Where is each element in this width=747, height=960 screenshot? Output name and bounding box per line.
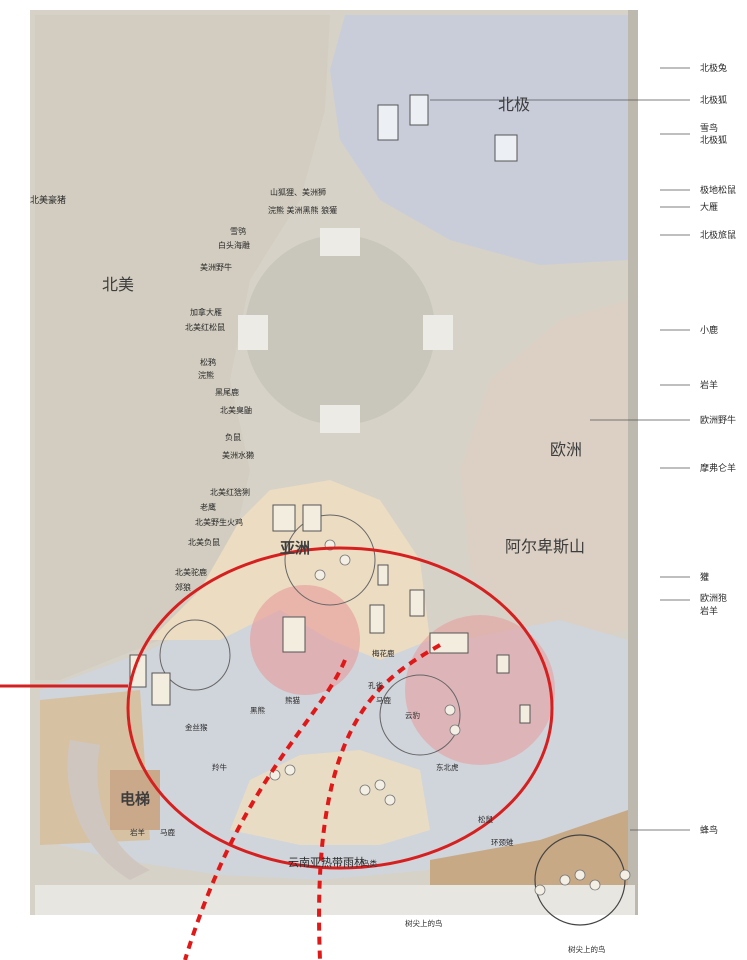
na-label: 美洲水獭 xyxy=(222,450,254,460)
label-arctic-hare: 北极兔 xyxy=(700,62,727,74)
asia-label: 岩羊 xyxy=(130,827,145,837)
asia-land xyxy=(150,480,430,660)
building xyxy=(409,589,425,617)
europe-zone xyxy=(460,300,628,640)
building xyxy=(302,504,322,532)
building xyxy=(272,504,296,532)
na-label: 北美臭鼬 xyxy=(220,405,252,415)
right-labels: 北极兔 北极狐 雪鸟 北极狐 极地松鼠 大雁 北极旅鼠 小鹿 岩羊 欧洲野牛 摩… xyxy=(700,62,736,836)
region-label-asia: 亚洲 xyxy=(280,539,310,557)
label-bharal-2: 岩羊 xyxy=(700,605,718,617)
region-label-europe: 欧洲 xyxy=(550,440,582,459)
asia-label: 云豹 xyxy=(405,710,420,720)
na-label: 黑尾鹿 xyxy=(215,387,239,397)
label-mouflon: 摩弗仑羊 xyxy=(700,462,736,474)
asia-label: 东北虎 xyxy=(436,762,459,772)
na-label: 北美驼鹿 xyxy=(175,567,207,577)
tree-cluster xyxy=(269,539,631,896)
label-ground-squirrel: 极地松鼠 xyxy=(700,184,736,196)
na-label: 浣熊 美洲黑熊 狼獾 xyxy=(268,205,337,215)
hot-zone-east xyxy=(405,615,555,765)
asia-labels: 金丝猴 羚牛 熊猫 黑熊 孔雀 马鹿 梅花鹿 云豹 东北虎 松鼠 环颈雉 鸟类 … xyxy=(130,648,606,954)
building xyxy=(377,104,399,141)
asia-label: 环颈雉 xyxy=(491,837,514,847)
asia-label: 树尖上的鸟 xyxy=(568,944,606,954)
plaza-gate-east xyxy=(423,315,453,350)
label-roe-deer: 欧洲狍 xyxy=(700,592,727,604)
na-label: 美洲野牛 xyxy=(200,262,232,272)
na-label: 山狐狸、美洲狮 xyxy=(270,187,326,197)
region-label-arctic: 北极 xyxy=(498,95,530,114)
asia-label: 黑熊 xyxy=(250,705,265,715)
na-label: 雪鸮 xyxy=(230,226,246,236)
na-label: 老鹰 xyxy=(200,502,216,512)
label-bharal: 岩羊 xyxy=(700,379,718,391)
enclosure-ring xyxy=(284,514,376,606)
north-america-zone xyxy=(35,15,330,680)
building xyxy=(282,616,306,653)
region-label-rainforest: 云南亚热带雨林 xyxy=(288,855,365,869)
label-hummingbird: 蜂鸟 xyxy=(700,824,718,836)
right-leader-lines xyxy=(430,67,690,831)
building xyxy=(494,134,518,162)
plaza-gate-south xyxy=(320,405,360,433)
building xyxy=(369,604,385,634)
building xyxy=(409,94,429,126)
na-label: 浣熊 xyxy=(198,370,214,380)
asia-label: 熊猫 xyxy=(285,695,300,705)
region-label-elevator: 电梯 xyxy=(120,790,150,808)
building xyxy=(151,672,171,706)
curved-ramp xyxy=(67,740,150,880)
asia-label: 梅花鹿 xyxy=(372,648,395,658)
asia-label: 羚牛 xyxy=(212,762,227,772)
asia-label: 孔雀 xyxy=(368,680,383,690)
asia-label: 马鹿 xyxy=(376,695,391,705)
na-label: 郊狼 xyxy=(175,582,191,592)
na-label: 白头海雕 xyxy=(218,240,250,250)
building xyxy=(496,654,510,674)
label-porcupine: 北美豪猪 xyxy=(30,194,66,206)
na-label: 北美负鼠 xyxy=(188,537,220,547)
label-deer: 小鹿 xyxy=(700,324,718,336)
label-lemming: 北极旅鼠 xyxy=(700,229,736,241)
region-label-alps: 阿尔卑斯山 xyxy=(505,537,585,556)
building xyxy=(429,632,469,654)
na-label: 北美野生火鸡 xyxy=(195,517,243,527)
dashed-route-east xyxy=(317,643,442,960)
asia-label: 马鹿 xyxy=(160,827,175,837)
label-badger: 獾 xyxy=(700,571,709,583)
plaza-gate-north xyxy=(320,228,360,256)
na-label: 松鸦 xyxy=(200,357,216,367)
building xyxy=(377,564,389,586)
site-border-right xyxy=(628,10,638,915)
na-label: 北美红松鼠 xyxy=(185,322,225,332)
label-arctic-fox: 北极狐 xyxy=(700,94,727,106)
enclosure-ring xyxy=(379,674,461,756)
asia-label: 松鼠 xyxy=(478,814,493,824)
arctic-zone xyxy=(330,15,628,265)
label-goose: 大雁 xyxy=(700,201,718,213)
label-snow-bird: 雪鸟 xyxy=(700,122,718,134)
enclosure-ring xyxy=(159,619,231,691)
asia-label: 鸟类 xyxy=(362,858,377,868)
focus-area-outline xyxy=(126,546,554,870)
label-arctic-fox-2: 北极狐 xyxy=(700,134,727,146)
dashed-route-west xyxy=(183,659,347,960)
north-america-labels: 山狐狸、美洲狮 浣熊 美洲黑熊 狼獾 雪鸮 白头海雕 美洲野牛 加拿大雁 北美红… xyxy=(175,187,337,592)
asia-label: 金丝猴 xyxy=(185,722,208,732)
asia-label: 树尖上的鸟 xyxy=(405,918,443,928)
na-label: 负鼠 xyxy=(225,432,241,442)
region-label-north-america: 北美 xyxy=(102,275,134,294)
building xyxy=(129,654,147,688)
na-label: 北美红猞猁 xyxy=(210,487,250,497)
label-european-bison: 欧洲野牛 xyxy=(700,414,736,426)
plaza-gate-west xyxy=(238,315,268,350)
central-plaza xyxy=(245,235,435,425)
building xyxy=(519,704,531,724)
na-label: 加拿大雁 xyxy=(190,307,222,317)
